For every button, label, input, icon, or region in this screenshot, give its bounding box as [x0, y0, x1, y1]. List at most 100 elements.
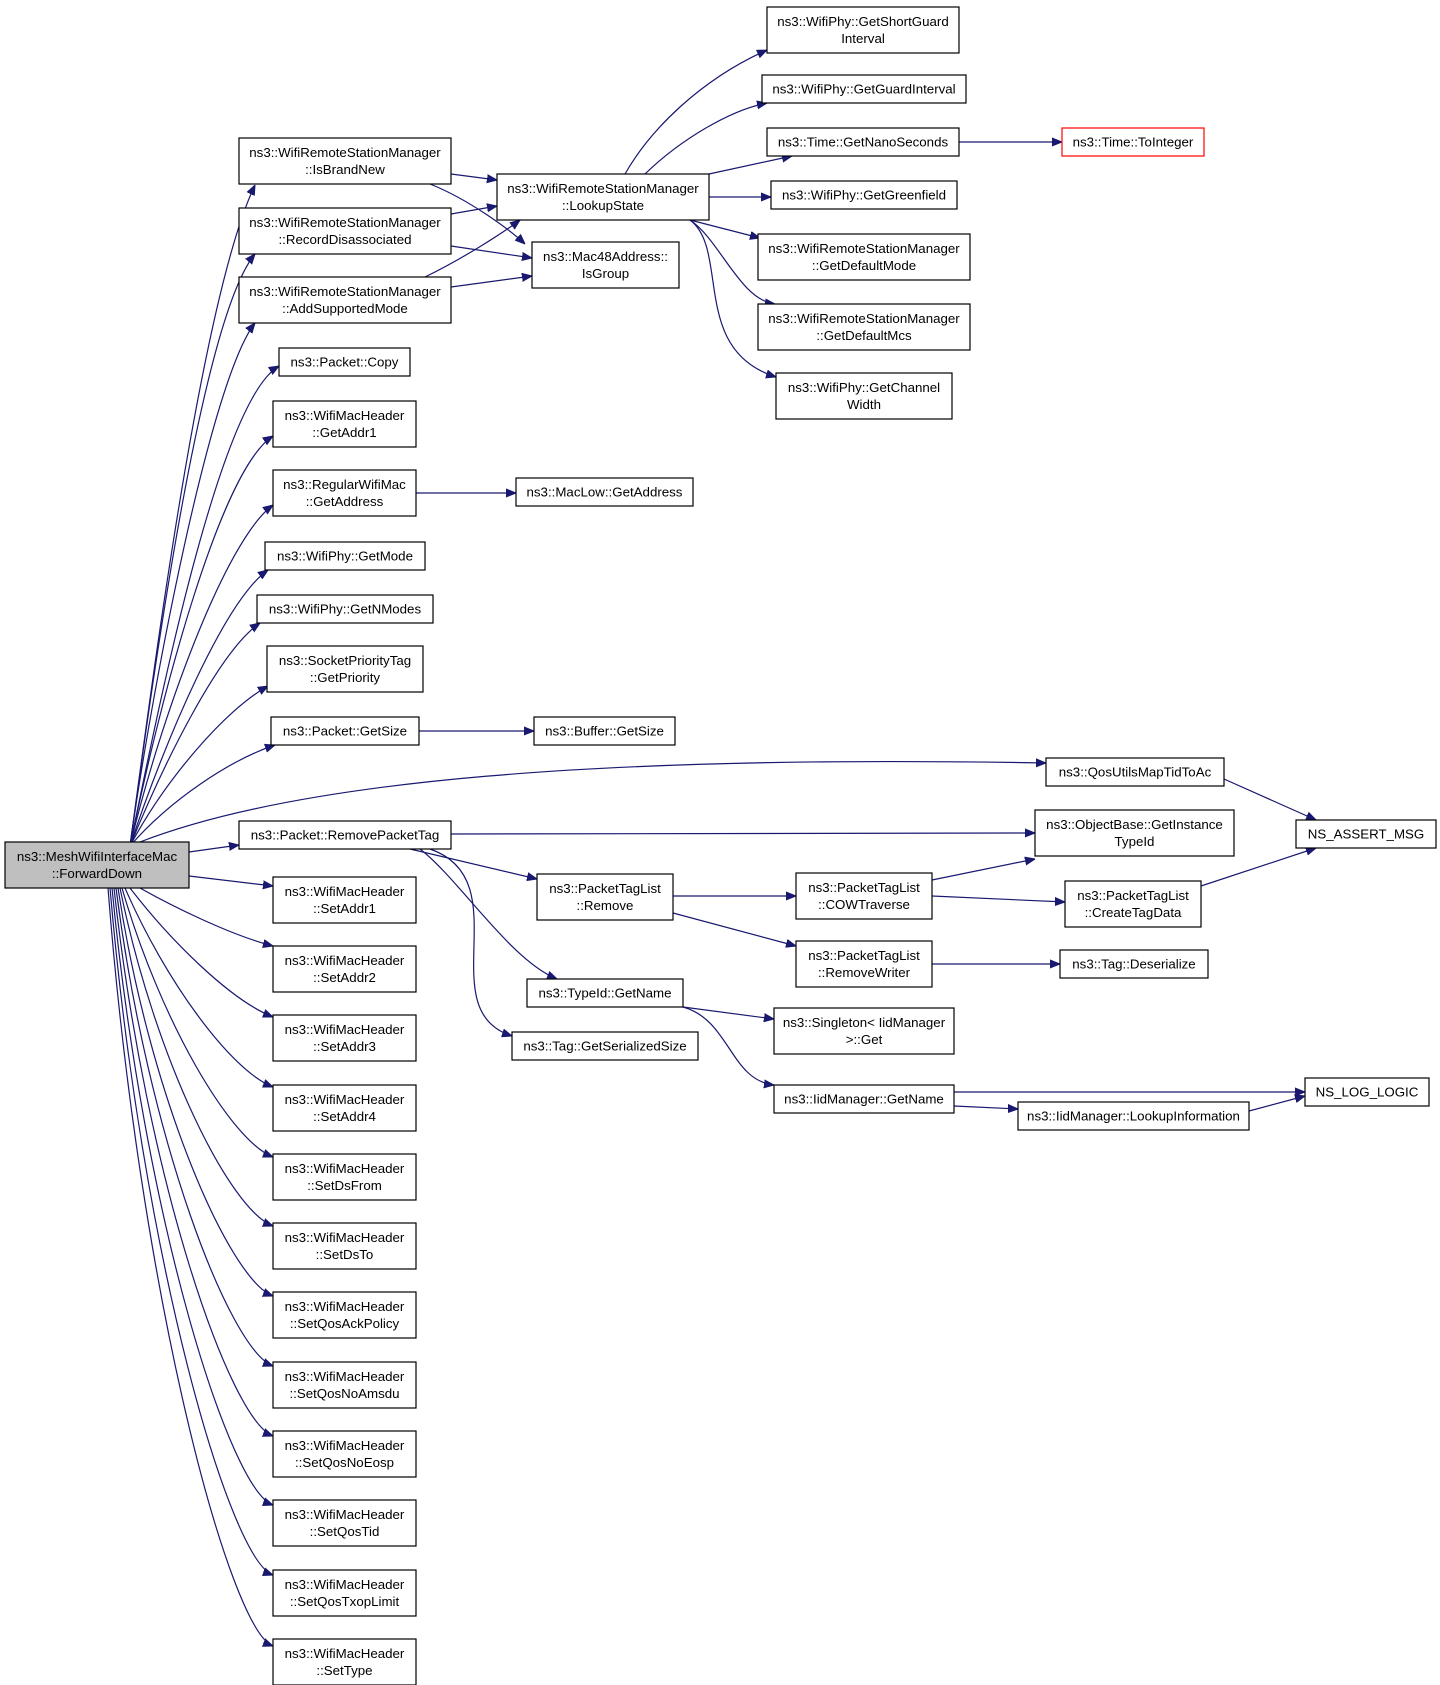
node-packetGetSize[interactable]: ns3::Packet::GetSize [270, 716, 420, 746]
node-box [773, 1084, 955, 1114]
node-nsAssertMsg[interactable]: NS_ASSERT_MSG [1295, 819, 1437, 849]
node-isGroup[interactable]: ns3::Mac48Address::IsGroup [531, 241, 680, 289]
node-label: ::AddSupportedMode [282, 301, 408, 316]
node-setAddr1[interactable]: ns3::WifiMacHeader::SetAddr1 [272, 876, 417, 924]
node-setType[interactable]: ns3::WifiMacHeader::SetType [272, 1638, 417, 1685]
node-label: ns3::WifiMacHeader [285, 1369, 405, 1384]
node-removePacketTag[interactable]: ns3::Packet::RemovePacketTag [238, 820, 452, 850]
node-label: ns3::WifiPhy::GetGuardInterval [772, 82, 955, 97]
node-setDsFrom[interactable]: ns3::WifiMacHeader::SetDsFrom [272, 1153, 417, 1201]
node-label: ::SetDsFrom [307, 1178, 382, 1193]
node-recordDisassoc[interactable]: ns3::WifiRemoteStationManager::RecordDis… [238, 207, 452, 255]
node-guardInterval[interactable]: ns3::WifiPhy::GetGuardInterval [761, 74, 967, 104]
node-label: ns3::WifiMacHeader [285, 884, 405, 899]
node-label: ns3::Singleton< IidManager [783, 1015, 946, 1030]
node-setQosAckPolicy[interactable]: ns3::WifiMacHeader::SetQosAckPolicy [272, 1291, 417, 1339]
node-phyGetMode[interactable]: ns3::WifiPhy::GetMode [264, 541, 426, 571]
node-setAddr4[interactable]: ns3::WifiMacHeader::SetAddr4 [272, 1084, 417, 1132]
node-typeIdGetName[interactable]: ns3::TypeId::GetName [526, 978, 684, 1008]
node-socketPriority[interactable]: ns3::SocketPriorityTag::GetPriority [266, 645, 424, 693]
call-edge-to-addSupportedMode [129, 323, 255, 847]
call-edges [107, 50, 1316, 1646]
node-nsLogLogic[interactable]: NS_LOG_LOGIC [1304, 1077, 1430, 1107]
node-iidGetName[interactable]: ns3::IidManager::GetName [773, 1084, 955, 1114]
node-label: ns3::WifiRemoteStationManager [768, 311, 960, 326]
node-box [775, 372, 953, 420]
node-cowTraverse[interactable]: ns3::PacketTagList::COWTraverse [795, 872, 933, 920]
node-packetCopy[interactable]: ns3::Packet::Copy [278, 347, 411, 377]
node-lookupInformation[interactable]: ns3::IidManager::LookupInformation [1017, 1101, 1250, 1131]
node-label: ns3::WifiMacHeader [285, 953, 405, 968]
call-edge-to-lookupState [424, 220, 520, 278]
node-singletonGet[interactable]: ns3::Singleton< IidManager>::Get [773, 1007, 955, 1055]
call-edge-to-removePacketTag [188, 845, 239, 853]
node-removeWriter[interactable]: ns3::PacketTagList::RemoveWriter [795, 940, 933, 988]
node-root[interactable]: ns3::MeshWifiInterfaceMac::ForwardDown [4, 841, 190, 889]
node-box [536, 873, 674, 921]
node-label: >::Get [846, 1032, 883, 1047]
node-nanoSeconds[interactable]: ns3::Time::GetNanoSeconds [766, 127, 960, 157]
node-box [761, 74, 967, 104]
node-setDsTo[interactable]: ns3::WifiMacHeader::SetDsTo [272, 1222, 417, 1270]
node-box [238, 820, 452, 850]
call-edge-to-setQosTid [111, 887, 273, 1505]
node-toInteger[interactable]: ns3::Time::ToInteger [1061, 127, 1205, 157]
node-bufferGetSize[interactable]: ns3::Buffer::GetSize [533, 716, 676, 746]
node-box [531, 241, 680, 289]
call-edge-to-setAddr4 [124, 887, 273, 1088]
node-box [272, 1361, 417, 1409]
node-label: ns3::MeshWifiInterfaceMac [17, 849, 178, 864]
node-label: ns3::WifiRemoteStationManager [507, 181, 699, 196]
node-box [770, 180, 958, 210]
node-qosUtils[interactable]: ns3::QosUtilsMapTidToAc [1045, 757, 1225, 787]
node-setAddr2[interactable]: ns3::WifiMacHeader::SetAddr2 [272, 945, 417, 993]
node-setAddr3[interactable]: ns3::WifiMacHeader::SetAddr3 [272, 1014, 417, 1062]
call-edge-to-recordDisassoc [129, 254, 255, 847]
node-label: ns3::WifiRemoteStationManager [249, 215, 441, 230]
node-box [270, 716, 420, 746]
node-defaultMcs[interactable]: ns3::WifiRemoteStationManager::GetDefaul… [757, 303, 971, 351]
node-label: ns3::WifiMacHeader [285, 1022, 405, 1037]
call-edge-to-setQosAckPolicy [117, 887, 273, 1296]
call-edge-to-getAddr1 [129, 436, 273, 847]
node-box [757, 233, 971, 281]
call-edge-to-packetCopy [129, 366, 279, 847]
node-label: ::IsBrandNew [305, 162, 385, 177]
node-createTagData[interactable]: ns3::PacketTagList::CreateTagData [1064, 880, 1202, 928]
node-defaultMode[interactable]: ns3::WifiRemoteStationManager::GetDefaul… [757, 233, 971, 281]
call-nodes: ns3::MeshWifiInterfaceMac::ForwardDownns… [4, 6, 1437, 1685]
node-phyGetNModes[interactable]: ns3::WifiPhy::GetNModes [256, 594, 434, 624]
node-tagSerializedSize[interactable]: ns3::Tag::GetSerializedSize [511, 1031, 699, 1061]
node-box [238, 137, 452, 185]
node-getAddr1[interactable]: ns3::WifiMacHeader::GetAddr1 [272, 400, 417, 448]
call-edge-to-setQosTxopLimit [109, 887, 273, 1575]
node-label: ::SetAddr1 [313, 901, 376, 916]
node-setQosNoAmsdu[interactable]: ns3::WifiMacHeader::SetQosNoAmsdu [272, 1361, 417, 1409]
node-label: ns3::PacketTagList [1077, 888, 1189, 903]
call-edge-to-setAddr2 [139, 887, 273, 946]
node-isBrandNew[interactable]: ns3::WifiRemoteStationManager::IsBrandNe… [238, 137, 452, 185]
node-tagDeserialize[interactable]: ns3::Tag::Deserialize [1059, 949, 1209, 979]
node-label: ns3::QosUtilsMapTidToAc [1059, 765, 1212, 780]
node-label: ::SetDsTo [316, 1247, 374, 1262]
node-greenfield[interactable]: ns3::WifiPhy::GetGreenfield [770, 180, 958, 210]
node-box [1061, 127, 1205, 157]
node-label: ns3::TypeId::GetName [538, 986, 671, 1001]
node-macLowGetAddress[interactable]: ns3::MacLow::GetAddress [515, 477, 694, 507]
node-regularGetAddress[interactable]: ns3::RegularWifiMac::GetAddress [272, 469, 417, 517]
call-edge-to-qosUtils [139, 762, 1046, 843]
node-setQosTid[interactable]: ns3::WifiMacHeader::SetQosTid [272, 1499, 417, 1547]
node-addSupportedMode[interactable]: ns3::WifiRemoteStationManager::AddSuppor… [238, 276, 452, 324]
node-tagListRemove[interactable]: ns3::PacketTagList::Remove [536, 873, 674, 921]
node-lookupState[interactable]: ns3::WifiRemoteStationManager::LookupSta… [496, 173, 710, 221]
node-box [1304, 1077, 1430, 1107]
node-label: ns3::Tag::Deserialize [1072, 957, 1195, 972]
node-label: ::SetAddr4 [313, 1109, 376, 1124]
node-setQosTxopLimit[interactable]: ns3::WifiMacHeader::SetQosTxopLimit [272, 1569, 417, 1617]
node-box [272, 1569, 417, 1617]
node-setQosNoEosp[interactable]: ns3::WifiMacHeader::SetQosNoEosp [272, 1430, 417, 1478]
